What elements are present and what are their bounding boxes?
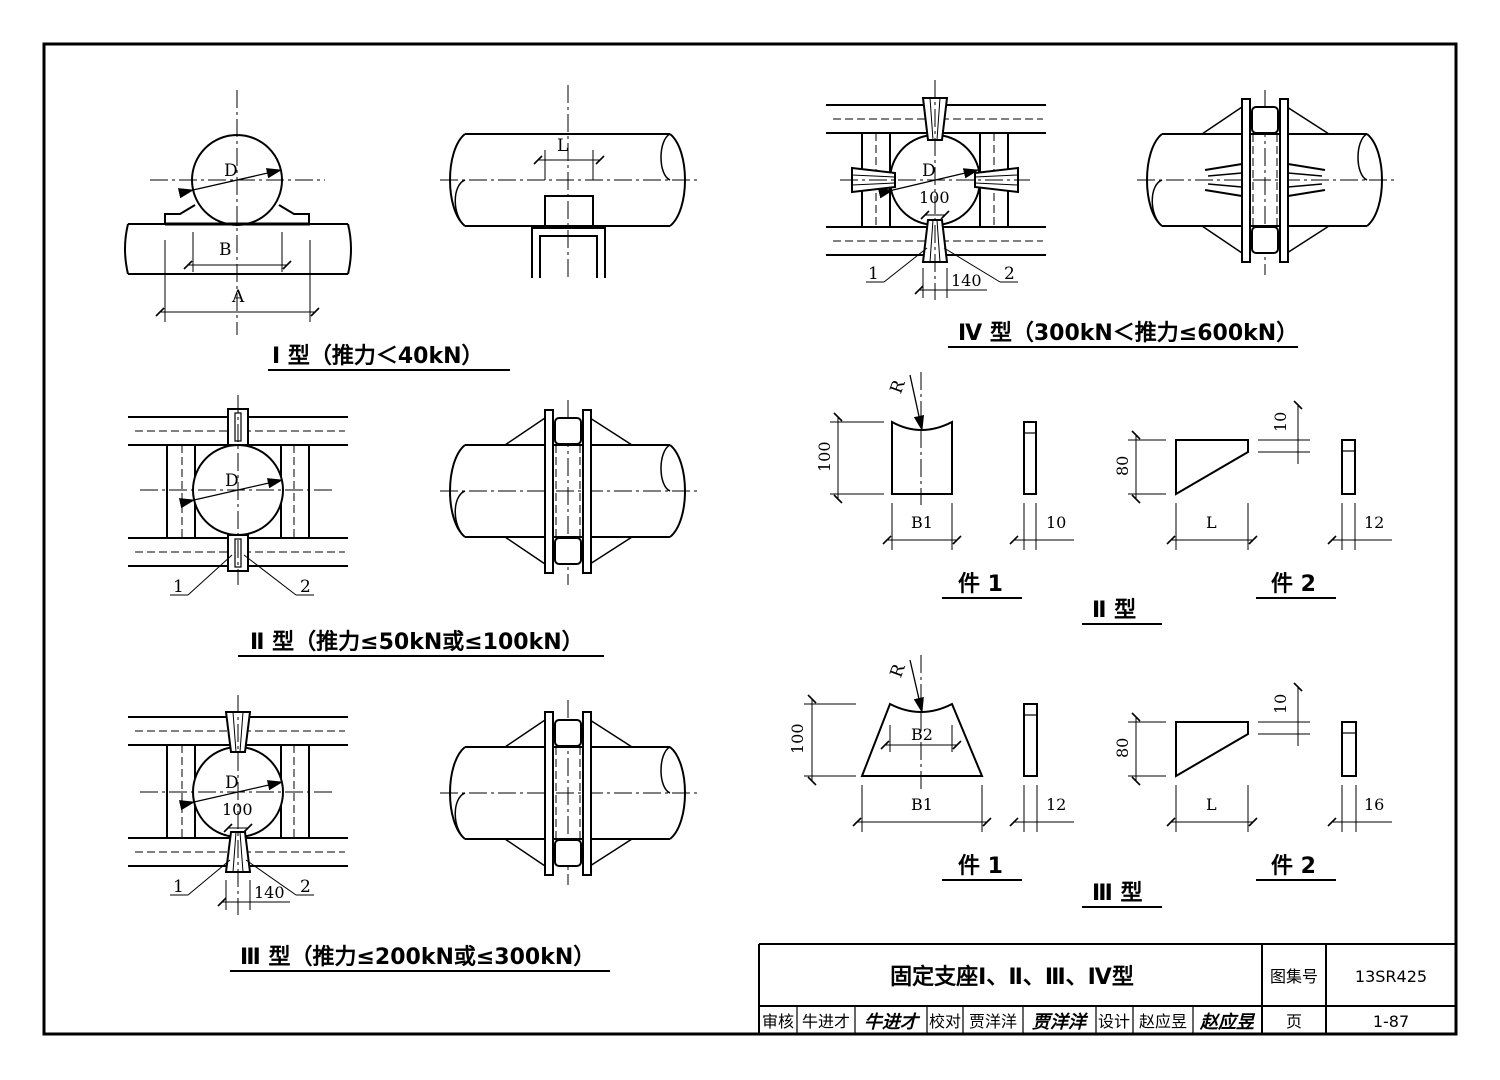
type4-section-view bbox=[826, 80, 1046, 300]
type4-140-dim: 140 bbox=[951, 271, 982, 290]
type3-part1-drawing bbox=[804, 655, 1074, 832]
type2-part1-callout: 1 bbox=[173, 577, 184, 597]
type1-D-label: D bbox=[224, 161, 238, 181]
type3-140-dim: 140 bbox=[254, 883, 285, 902]
reviewer-signature: 牛进才 bbox=[864, 1012, 921, 1033]
type4-D-label: D bbox=[922, 161, 936, 181]
type2-caption: Ⅱ 型（推力≤50kN或≤100kN） bbox=[250, 629, 584, 655]
type2-part2-L-dim: L bbox=[1206, 513, 1217, 532]
checker-signature: 贾洋洋 bbox=[1032, 1012, 1089, 1033]
type3-detail: D 100 1 2 140 Ⅲ 型（推力≤200kN或≤300kN） bbox=[128, 695, 700, 972]
check-label: 校对 bbox=[929, 1012, 961, 1031]
type3-part2-16-dim: 16 bbox=[1364, 795, 1384, 814]
type2-part2-caption: 件 2 bbox=[1271, 572, 1316, 597]
type3-side-view bbox=[440, 700, 700, 885]
type1-A-label: A bbox=[231, 287, 245, 307]
type3-part1-B2-dim: B2 bbox=[911, 725, 933, 744]
type3-caption: Ⅲ 型（推力≤200kN或≤300kN） bbox=[240, 944, 595, 970]
type2-D-label: D bbox=[225, 471, 239, 491]
type3-part1-B1-dim: B1 bbox=[911, 795, 933, 814]
type1-B-label: B bbox=[219, 240, 232, 260]
type4-side-view bbox=[1137, 90, 1397, 275]
type3-part1-12-dim: 12 bbox=[1046, 795, 1066, 814]
review-label: 审核 bbox=[762, 1012, 794, 1031]
type4-part1-callout: 1 bbox=[868, 264, 879, 284]
title-block: 固定支座Ⅰ、Ⅱ、Ⅲ、Ⅳ型 图集号 13SR425 页 1-87 审核 牛进才 牛… bbox=[758, 943, 1456, 1034]
type2-parts-caption: Ⅱ 型 bbox=[1092, 598, 1136, 623]
type3-part1-callout: 1 bbox=[173, 877, 184, 897]
type4-100-dim: 100 bbox=[919, 188, 950, 207]
type2-side-view bbox=[440, 400, 700, 585]
type3-100-dim: 100 bbox=[222, 800, 253, 819]
page-label: 页 bbox=[1286, 1012, 1302, 1031]
type3-section-view bbox=[128, 695, 348, 915]
type2-parts-detail: R 100 B1 10 80 10 L 12 件 1 件 2 Ⅱ bbox=[815, 372, 1392, 625]
atlas-no-value: 13SR425 bbox=[1355, 967, 1427, 986]
designer-name: 赵应昱 bbox=[1139, 1012, 1187, 1031]
type4-part2-callout: 2 bbox=[1004, 264, 1015, 284]
type3-part2-10-dim: 10 bbox=[1271, 694, 1290, 714]
design-label: 设计 bbox=[1098, 1012, 1130, 1031]
checker-name: 贾洋洋 bbox=[969, 1012, 1017, 1031]
type2-part2-callout: 2 bbox=[300, 577, 311, 597]
type3-part1-100-dim: 100 bbox=[788, 723, 807, 754]
type4-detail: D 100 1 2 140 Ⅳ 型（300kN＜推力≤600kN） bbox=[826, 80, 1397, 348]
type2-part2-12-dim: 12 bbox=[1364, 513, 1384, 532]
page-no-value: 1-87 bbox=[1373, 1012, 1409, 1031]
type1-detail: D B A L Ⅰ 型（推力＜40kN） bbox=[124, 85, 700, 371]
reviewer-name: 牛进才 bbox=[802, 1012, 850, 1031]
type3-part2-callout: 2 bbox=[300, 877, 311, 897]
type1-L-label: L bbox=[557, 136, 568, 156]
type2-part2-80-dim: 80 bbox=[1113, 456, 1132, 476]
type2-part2-10-dim: 10 bbox=[1271, 412, 1290, 432]
drawing-frame bbox=[42, 42, 1458, 1036]
type2-part1-drawing bbox=[830, 372, 1074, 550]
type2-part1-B1-dim: B1 bbox=[911, 513, 933, 532]
type2-detail: D 1 2 Ⅱ 型（推力≤50kN或≤100kN） bbox=[128, 395, 700, 657]
type3-part1-caption: 件 1 bbox=[958, 854, 1003, 879]
type3-part2-L-dim: L bbox=[1206, 795, 1217, 814]
type3-D-label: D bbox=[225, 773, 239, 793]
type1-section-view bbox=[124, 90, 352, 335]
type4-caption: Ⅳ 型（300kN＜推力≤600kN） bbox=[958, 321, 1298, 346]
type2-part2-drawing bbox=[1128, 400, 1392, 550]
type3-part2-80-dim: 80 bbox=[1113, 738, 1132, 758]
type3-part2-drawing bbox=[1128, 682, 1392, 832]
type2-part1-10-dim: 10 bbox=[1046, 513, 1066, 532]
type3-parts-caption: Ⅲ 型 bbox=[1092, 881, 1142, 906]
type2-part1-caption: 件 1 bbox=[958, 572, 1003, 597]
type1-side-view bbox=[440, 85, 700, 278]
atlas-no-label: 图集号 bbox=[1270, 967, 1318, 986]
type2-section-view bbox=[128, 395, 348, 596]
type1-caption: Ⅰ 型（推力＜40kN） bbox=[272, 344, 484, 369]
type2-part1-R-label: R bbox=[887, 376, 911, 396]
drawing-title: 固定支座Ⅰ、Ⅱ、Ⅲ、Ⅳ型 bbox=[890, 964, 1134, 990]
type2-part1-100-dim: 100 bbox=[815, 441, 834, 472]
type3-part2-caption: 件 2 bbox=[1271, 854, 1316, 879]
type3-part1-R-label: R bbox=[887, 660, 911, 680]
designer-signature: 赵应昱 bbox=[1199, 1012, 1256, 1033]
type3-parts-detail: R B2 100 B1 12 80 10 L 16 件 1 件 2 bbox=[788, 655, 1392, 908]
